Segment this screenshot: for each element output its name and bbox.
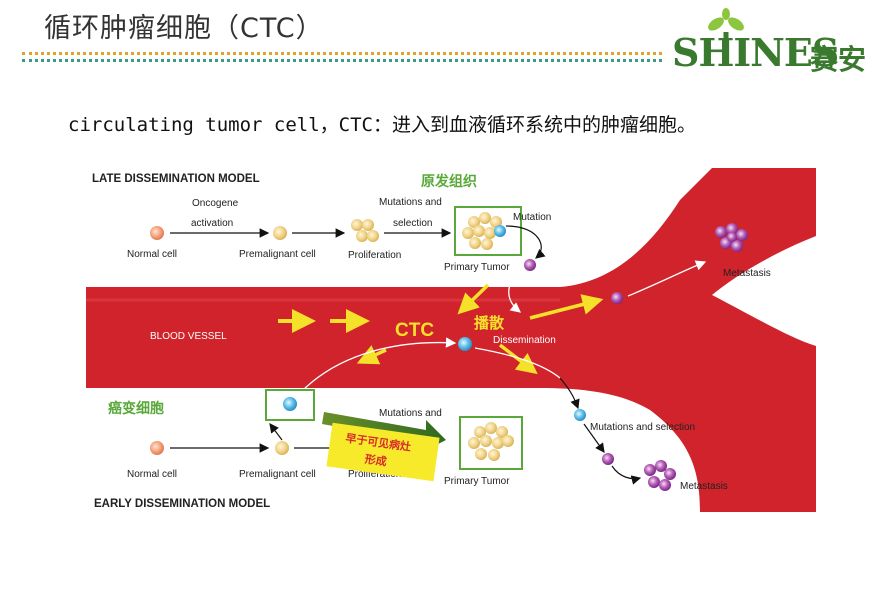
page-title: 循环肿瘤细胞（CTC） — [44, 13, 324, 44]
top-mutated-cell — [524, 259, 536, 271]
company-logo: SHINES 赛安 — [666, 8, 880, 78]
intro-prefix: circulating tumor cell，CTC： — [68, 114, 392, 136]
oncogene-label-1: Oncogene — [192, 198, 239, 209]
top-mutation-label: Mutation — [513, 212, 551, 223]
blood-vessel-label: BLOOD VESSEL — [150, 331, 227, 342]
late-model-title: LATE DISSEMINATION MODEL — [92, 173, 260, 185]
flow-arrow-6 — [356, 345, 387, 365]
top-premalignant-cell — [273, 226, 287, 240]
intro-text: circulating tumor cell，CTC：进入到血液循环系统中的肿瘤… — [68, 110, 696, 137]
bottom-normal-cell — [150, 441, 164, 455]
bottom-metastasis-label: Metastasis — [680, 481, 728, 492]
early-note-box — [326, 422, 440, 482]
top-primary-tumor-label: Primary Tumor — [444, 262, 510, 273]
bottom-primary-tumor-cluster — [468, 422, 514, 461]
top-primary-tumor-cluster — [462, 212, 506, 250]
bottom-metastasis-cluster — [644, 460, 676, 491]
bottom-arrow-4 — [611, 465, 642, 485]
top-mutation-arrow — [505, 225, 546, 259]
top-proliferation-cluster — [351, 219, 379, 242]
intravasation-arrow — [508, 269, 522, 313]
bottom-flow-curve — [474, 347, 561, 379]
bottom-primary-tumor-label: Primary Tumor — [444, 476, 510, 487]
sprout-icon — [708, 8, 744, 56]
cancer-cell-label: 癌变细胞 — [108, 400, 164, 417]
early-cancer-cell-box — [265, 389, 315, 421]
intro-definition: 进入到血液循环系统中的肿瘤细胞。 — [391, 114, 696, 136]
top-proliferation-label: Proliferation — [348, 250, 401, 261]
primary-tissue-label: 原发组织 — [421, 173, 477, 190]
early-cancer-cell — [283, 397, 297, 411]
top-metastasis-label: Metastasis — [723, 268, 771, 279]
bottom-premalignant-label: Premalignant cell — [239, 469, 316, 480]
vessel-purple-cell — [611, 292, 623, 304]
dissemination-label: Dissemination — [493, 335, 556, 346]
bottom-proliferation-label: Proliferation — [348, 469, 401, 480]
flow-arrow-3 — [457, 283, 490, 315]
top-mutations-label-2: selection — [393, 218, 432, 229]
bottom-premalignant-cell — [275, 441, 289, 455]
bottom-arrow-3 — [583, 423, 605, 453]
logo-chinese: 赛安 — [810, 43, 867, 76]
extravasation-arrow-bottom — [559, 377, 580, 410]
bottom-mutated-cell — [602, 453, 614, 465]
early-note: 早于可见病灶 形成 — [326, 422, 440, 482]
early-intravasation-arrow — [299, 337, 457, 394]
dissemination-cn-label: 播散 — [474, 314, 505, 332]
bottom-normal-cell-label: Normal cell — [127, 469, 177, 480]
bottom-disseminated-cell — [574, 409, 586, 421]
oncogene-label-2: activation — [191, 218, 233, 229]
top-premalignant-label: Premalignant cell — [239, 249, 316, 260]
title-divider-teal — [22, 59, 662, 62]
bottom-primary-tumor-box — [459, 416, 523, 470]
ctc-label: CTC — [395, 320, 434, 341]
early-note-line2: 形成 — [364, 452, 388, 469]
circulating-tumor-cell — [458, 337, 472, 351]
top-normal-cell — [150, 226, 164, 240]
top-metastasis-cluster — [715, 223, 748, 252]
flow-arrow-4 — [529, 294, 604, 320]
early-mutation-arrow — [269, 423, 283, 441]
bottom-mutations-label: Mutations and — [379, 408, 442, 419]
bottom-mutations-selection-label: Mutations and selection — [590, 422, 695, 433]
logo-wordmark: SHINES — [672, 30, 839, 75]
early-model-title: EARLY DISSEMINATION MODEL — [94, 498, 270, 510]
top-primary-tumor-box — [454, 206, 522, 256]
title-divider-orange — [22, 52, 662, 55]
extravasation-arrow-top — [627, 260, 707, 297]
top-mutations-label-1: Mutations and — [379, 197, 442, 208]
top-normal-cell-label: Normal cell — [127, 249, 177, 260]
